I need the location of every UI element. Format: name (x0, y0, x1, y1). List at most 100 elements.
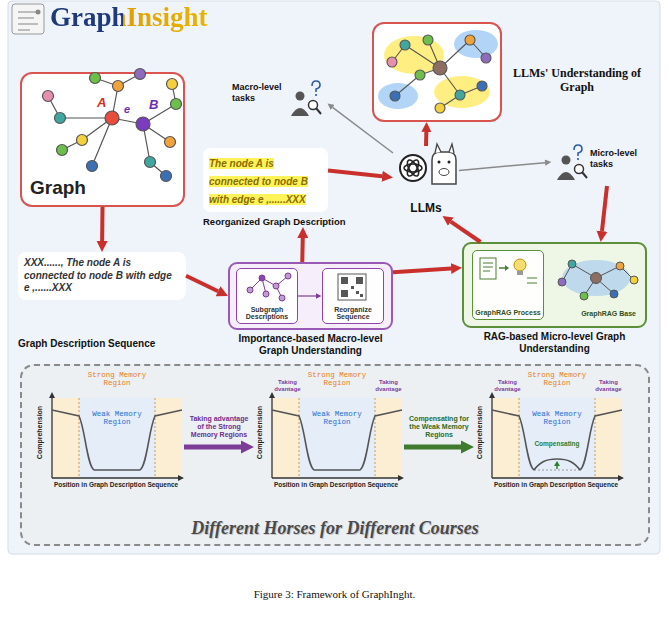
input-graph (90, 73, 101, 84)
caption: Figure 3: Framework of GraphInght. (0, 588, 669, 600)
graph-label: e (124, 104, 130, 115)
graphrag-base-graph (568, 260, 576, 268)
node-text: Different Horses for Different Courses (22, 518, 648, 539)
input-graph (161, 171, 172, 182)
node-text: Subgraph Descriptions (238, 306, 296, 321)
understood-graph (435, 103, 445, 113)
arrow-label: Taking advantage of the Strong Memory Re… (187, 415, 251, 439)
graphrag-process-icon (517, 271, 523, 275)
box-outline: The node A is connected to node B with e… (203, 148, 328, 212)
input-graph (171, 99, 182, 110)
reorganize-icon (360, 294, 363, 297)
subgraph-icon (285, 273, 291, 279)
micro-tasks: Micro-level tasks (552, 138, 652, 186)
input-graph (145, 157, 156, 168)
node-text: The node A is connected to node B with e… (209, 158, 308, 205)
arrow-label: Compensating for the Weak Memory Regions (407, 415, 471, 439)
llm-logos (404, 164, 422, 172)
subgraph-icon (279, 295, 285, 301)
node-text: Taking dvantage (594, 379, 623, 392)
node-text: Position in Graph Description Sequence (268, 481, 404, 488)
input-graph (135, 69, 146, 80)
subgraph-icon (250, 276, 288, 298)
subgraph-icon (247, 273, 291, 301)
memory-charts (269, 392, 404, 481)
memory-chart: Strong Memory RegionTaking dvantageTakin… (474, 370, 624, 510)
node-text: LLMs (393, 201, 459, 215)
node-text: LLMs' Understanding of Graph (510, 66, 644, 95)
reorganize-icon (338, 274, 366, 300)
macro-task-icon (296, 92, 305, 101)
graphrag-process-icon (505, 265, 509, 271)
flow-arrow (393, 269, 451, 273)
subgraph-box: Subgraph Descriptions (236, 268, 298, 324)
title: GraphInsight (50, 2, 208, 33)
node-text: Comprehension (256, 398, 263, 468)
llm-icons: LLMs (393, 146, 459, 216)
node-text: Weak Memory Region (529, 410, 585, 427)
llm-logos (405, 158, 421, 178)
flow-arrow (100, 207, 104, 241)
graph-label: A (97, 96, 106, 109)
reorganize-icon (351, 286, 354, 289)
graphrag-process-icon (499, 267, 507, 269)
input-graph (48, 74, 176, 176)
node-text: GraphRAG Base (581, 310, 636, 317)
understanding-panel: LLMs' Understanding of Graph (372, 22, 647, 122)
understood-graph (378, 30, 498, 113)
flow-arrow (186, 276, 218, 291)
understood-graph (378, 83, 418, 109)
micro-task-icon (562, 156, 571, 165)
node-text: Macro-level tasks (232, 82, 290, 104)
memory-charts (49, 392, 184, 481)
input-graph (87, 161, 98, 172)
logo-icon (12, 4, 44, 34)
graphrag-process-icon (480, 258, 537, 283)
description-sequence: XXX......, The node A is connected to no… (18, 252, 186, 349)
flow-arrow (404, 445, 461, 450)
flow-arrow (451, 222, 481, 242)
micro-task-icon (577, 158, 579, 160)
micro-task-icon (557, 172, 575, 180)
box-outline: GraphRAG Process GraphRAG Base (462, 242, 647, 328)
node-text: Position in Graph Description Sequence (488, 481, 624, 488)
llm-logos (432, 152, 456, 184)
input-graph (77, 135, 88, 146)
figure-frame (8, 1, 660, 554)
reorganize-icon (341, 290, 348, 297)
memory-charts (534, 470, 580, 471)
graphrag-base-graph (562, 264, 634, 296)
flow-arrow (602, 186, 607, 231)
node-text: Strong Memory Region (520, 372, 594, 388)
reorganize-box: Reorganize Sequence (322, 268, 384, 324)
micro-task-icon (575, 165, 584, 174)
graphrag-base-graph (558, 260, 638, 300)
flow-arrow (328, 170, 382, 176)
understood-graph (390, 91, 400, 101)
understood-graph (400, 40, 410, 50)
reorganize-icon (356, 277, 363, 284)
graphrag-base-graph (591, 273, 602, 284)
understood-graph (454, 30, 498, 58)
understood-graph (384, 36, 444, 74)
graphrag-process-icon (480, 258, 496, 279)
llm-logos (438, 161, 441, 164)
node-text: Strong Memory Region (300, 372, 374, 388)
logo-icon (36, 10, 41, 15)
subgraph-icon (263, 291, 269, 297)
macro-task-icon (291, 81, 321, 116)
subgraph-icon (273, 283, 279, 289)
node-text: Graph Description Sequence (18, 338, 186, 349)
node-text: Comprehension (476, 398, 483, 468)
node-text: Micro-level tasks (590, 148, 650, 170)
input-graph (105, 111, 119, 125)
graphrag-process-icon (483, 263, 493, 271)
flow-arrow (424, 132, 428, 146)
macro-task-icon (309, 101, 318, 110)
macro-task-icon (316, 108, 321, 114)
llm-logos (439, 169, 449, 176)
node-text: GraphRAG Process (474, 309, 542, 316)
input-graph (165, 137, 176, 148)
understood-graph (477, 81, 487, 91)
graphrag-base: GraphRAG Base (556, 250, 638, 320)
